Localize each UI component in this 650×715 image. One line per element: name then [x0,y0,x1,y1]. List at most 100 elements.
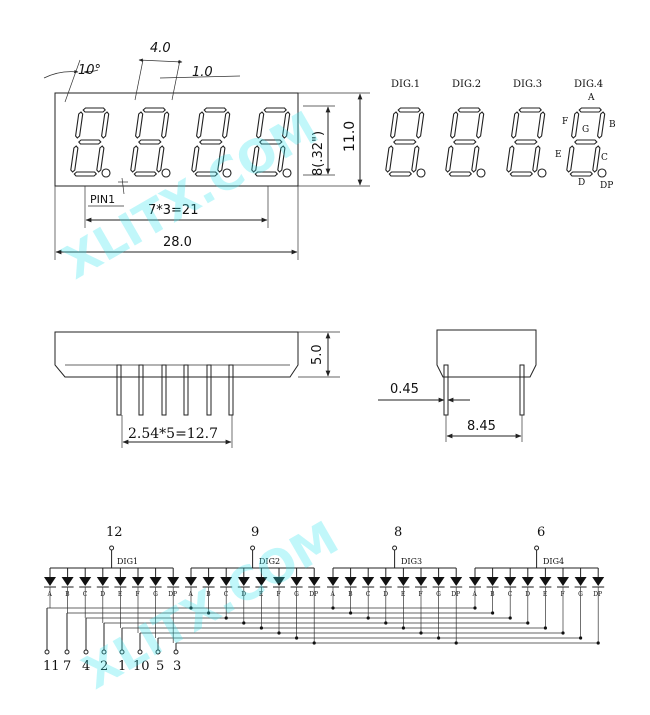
top-digit-3 [191,107,232,178]
legend-digit-4-seg-g [574,139,598,145]
top-view: 10° 4.0 1.0 8(.32") 11.0 PIN1 [43,41,370,260]
junction-4-e [543,626,548,630]
legend-digit-4-seg-a [578,107,602,113]
junction-3-f [419,631,423,635]
diode-label-2-f: F [277,591,281,598]
legend-digit-1-seg-c [411,145,420,173]
top-digit-2-seg-g [138,139,162,145]
group-label-4: DIG4 [543,557,564,566]
group-label-3: DIG3 [401,557,422,566]
side-view: 5.0 2.54*5=12.7 [54,331,340,448]
segment-terminal-d [101,649,107,655]
top-digit-2-seg-e [130,145,139,173]
common-terminal-2 [250,545,256,551]
legend-digit-4-seg-d [569,171,594,177]
segment-label-dp: DP [600,181,613,191]
legend-digit-2-seg-d [448,171,473,177]
length-dimension: 28.0 [54,186,299,260]
legend-digit-2-seg-g [453,139,477,145]
pitch-label: 7*3=21 [148,203,198,218]
top-digit-2-seg-a [142,107,166,113]
row-spacing-label: 8.45 [467,419,496,434]
display-body-outline [54,92,299,187]
legend-digit-3 [506,107,547,178]
diode-2-e [255,577,268,586]
junction-4-f [561,631,565,635]
junction-2-f [277,631,281,635]
diode-1-b [61,577,74,586]
pin1-label: PIN1 [90,193,115,206]
top-digit-1-seg-e [70,145,79,173]
segment-label-e: E [555,150,562,160]
segment-label-b: B [609,120,616,130]
junction-2-d [242,621,246,625]
legend-digit-3-seg-dp [537,168,547,178]
height-label: 11.0 [342,121,358,152]
top-digit-3-seg-dp [222,168,232,178]
digit-label-4: DIG.4 [574,79,603,90]
diode-2-g [290,577,303,586]
legend-digit-1-seg-b [416,111,425,139]
top-digit-3-seg-f [196,111,205,139]
segment-label-d: D [578,178,585,188]
schematic: 12 9 8 6 DIG1 DIG2 DIG3 DIG4 11 7 4 2 1 … [43,525,605,674]
legend-digit-1-seg-f [390,111,399,139]
junction-3-d [384,621,388,625]
diode-label-2-dp: DP [309,591,318,598]
top-digit-2-seg-c [156,145,165,173]
segment-label-g: G [582,125,589,135]
diode-label-2-a: A [188,591,194,598]
side-pin-6 [228,364,234,416]
segment-pin-c: 4 [82,659,90,674]
common-pin-3: 8 [394,525,402,540]
side-pins [116,364,234,416]
segment-width-label: 1.0 [192,65,213,80]
diode-1-d [96,577,109,586]
pin1-marker: PIN1 [88,177,128,207]
diode-label-1-dp: DP [168,591,177,598]
junction-2-g [295,636,299,640]
segment-label-c: C [601,153,608,163]
top-digit-4-seg-b [282,111,291,139]
top-digit-4 [251,107,292,178]
diode-2-f [273,577,285,586]
diode-label-4-f: F [561,591,565,598]
segment-terminal-c [83,649,89,655]
diode-4-d [521,577,534,586]
diode-1-a [44,577,56,586]
top-digit-3-seg-d [194,171,219,177]
segment-pin-f: 10 [133,659,150,674]
top-digit-1-seg-c [96,145,105,173]
top-digit-4-seg-f [256,111,265,139]
side-pin-3 [161,364,167,416]
junction-2-e [259,626,263,630]
legend-digit-2-seg-c [471,145,480,173]
end-view: 0.45 8.45 [378,329,537,442]
junction-3-c [366,616,370,620]
top-digit-4-seg-a [263,107,287,113]
diode-3-c [362,577,375,586]
end-body-outline [436,329,537,378]
common-pin-4: 6 [537,525,545,540]
top-digit-1 [70,107,111,178]
group-label-2: DIG2 [259,557,280,566]
top-digit-2-seg-b [161,111,170,139]
diode-3-b [344,577,357,586]
end-pin-left [443,364,449,416]
top-digit-2-seg-dp [161,168,171,178]
legend-digit-2-seg-b [476,111,485,139]
segment-terminal-a [44,649,50,655]
pin-pitch-label: 2.54*5=12.7 [128,426,218,442]
segment-pin-dp: 3 [173,659,181,674]
junction-4-dp [596,641,600,645]
diode-1-g [149,577,162,586]
segment-label-a: A [587,93,595,103]
top-digit-4-seg-e [251,145,260,173]
side-pin-1 [116,364,122,416]
diode-4-b [486,577,499,586]
junction-4-d [526,621,530,625]
digit-width-dimension: 4.0 [134,41,183,101]
side-pin-4 [183,364,189,416]
segment-pin-b: 7 [63,659,71,674]
junction-3-b [349,611,353,615]
